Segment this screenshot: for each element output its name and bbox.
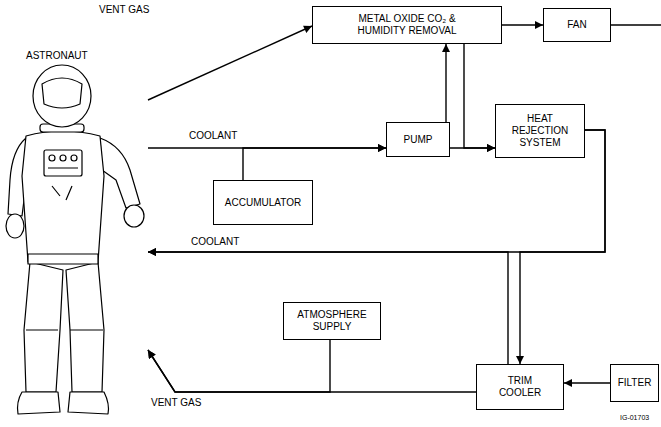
box-label: PUMP — [404, 134, 433, 146]
flow-label: COOLANT — [190, 236, 240, 248]
process-box: HEAT REJECTION SYSTEM — [495, 104, 585, 158]
box-label: TRIM COOLER — [495, 375, 545, 399]
astronaut-glove — [6, 214, 24, 238]
process-box: METAL OXIDE CO₂ & HUMIDITY REMOVAL — [312, 6, 502, 44]
flow-line — [148, 252, 508, 364]
fan-outlet-line — [611, 24, 661, 25]
astronaut-boot — [18, 392, 61, 414]
astronaut-helmet — [33, 65, 91, 127]
process-box: FAN — [543, 8, 611, 42]
control-knob — [71, 155, 77, 161]
flow-line — [148, 26, 312, 100]
process-box: TRIM COOLER — [476, 364, 564, 410]
flow-line — [564, 382, 610, 383]
knee-line — [26, 329, 103, 330]
astronaut-node: ASTRONAUT — [6, 46, 148, 422]
control-detail — [48, 168, 78, 200]
drawing-number: IG-01703 — [619, 414, 650, 422]
process-box: ACCUMULATOR — [213, 180, 313, 225]
flow-line — [243, 148, 386, 180]
astronaut-arm — [100, 138, 140, 208]
box-label: ACCUMULATOR — [225, 197, 301, 209]
process-box: PUMP — [386, 122, 450, 157]
box-label: ATMOSPHERE SUPPLY — [292, 309, 372, 333]
box-label: FILTER — [618, 377, 652, 389]
flow-line — [464, 44, 495, 148]
control-knob — [60, 155, 66, 161]
box-label: HEAT REJECTION SYSTEM — [508, 113, 572, 149]
helmet-visor — [42, 78, 82, 108]
process-box: FILTER — [610, 364, 659, 402]
flow-line — [148, 340, 330, 392]
astronaut-boot — [68, 392, 109, 414]
flow-label: VENT GAS — [98, 4, 150, 16]
flow-line — [502, 24, 543, 25]
flow-label: VENT GAS — [150, 397, 202, 409]
flow-label: COOLANT — [188, 130, 238, 142]
flow-line — [148, 350, 476, 392]
control-knob — [49, 155, 55, 161]
process-box: ATMOSPHERE SUPPLY — [283, 302, 381, 340]
box-label: METAL OXIDE CO₂ & HUMIDITY REMOVAL — [347, 13, 467, 37]
flow-line — [445, 44, 446, 122]
astronaut-belt — [28, 254, 98, 264]
astronaut-leg — [66, 262, 104, 392]
box-label: ASTRONAUT — [26, 50, 88, 62]
box-label: FAN — [567, 19, 586, 31]
flow-line — [520, 130, 605, 364]
astronaut-leg — [24, 262, 63, 392]
chest-controls — [44, 150, 82, 176]
astronaut-glove — [124, 205, 144, 227]
astronaut-torso — [22, 131, 104, 262]
